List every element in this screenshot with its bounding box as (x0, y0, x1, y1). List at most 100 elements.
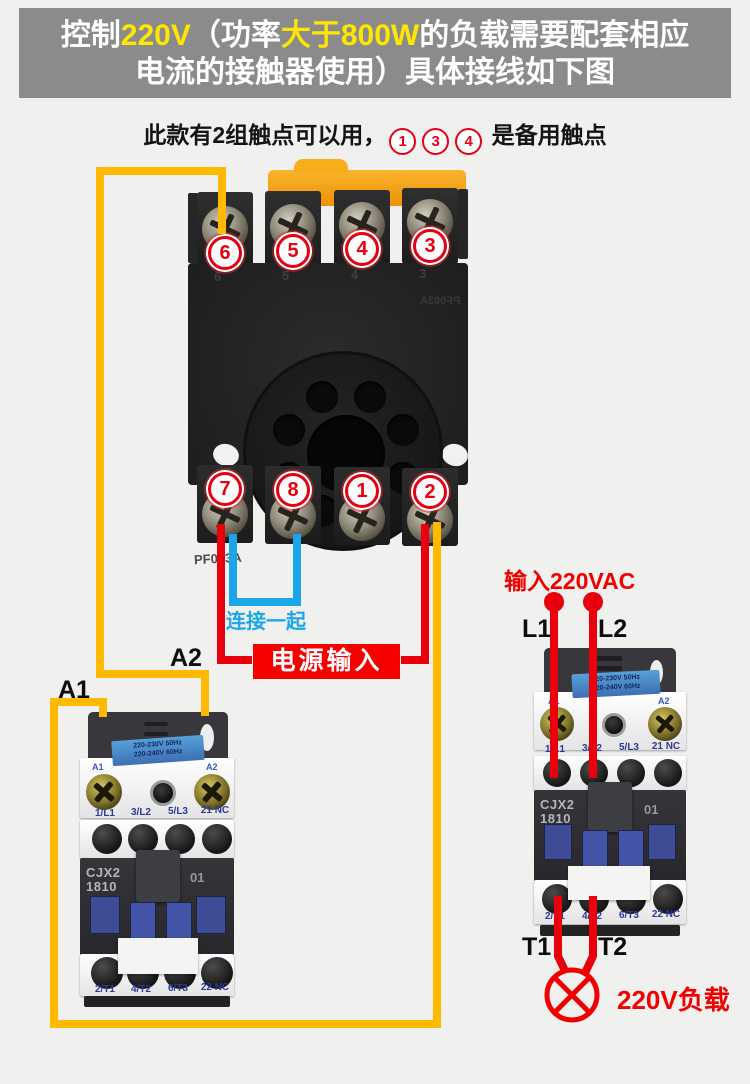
terminal-label: 2/T1 (94, 984, 115, 995)
molded-digit: 3 (419, 266, 427, 281)
label-a1: A1 (58, 676, 90, 704)
banner-text: 控制 (60, 19, 121, 52)
terminal-label: 1/L1 (94, 808, 115, 819)
socket-mount-hole (439, 441, 471, 469)
label-a2: A2 (170, 644, 202, 672)
socket-body: 6 5 4 3 PF083A PF083A 7 8 1 2 (188, 263, 471, 567)
subtitle-text: 此款有2组触点可以用， (143, 122, 387, 148)
terminal-label: 6/T3 (167, 983, 188, 994)
terminal-badge-1: 1 (345, 474, 379, 508)
contactor-base (540, 925, 680, 936)
model-text: CJX2 1810 (86, 866, 121, 894)
contactor-body: CJX2 1810 01 (534, 782, 686, 900)
contactor-left-photo: 220-230V 50Hz 220-240V 60Hz A1 A2 1/L1 3… (78, 712, 236, 1007)
model-line2: 1810 (86, 879, 117, 894)
terminal-screw (202, 824, 232, 854)
terminal-label: 4/T2 (130, 984, 151, 995)
relay-socket-photo: 6 5 4 3 6 5 4 3 PF083A PF083A (188, 159, 471, 567)
terminal-label: 21 NC (651, 741, 681, 752)
aux-text: 01 (190, 870, 205, 885)
lamp-cross (552, 975, 592, 1015)
spec-band: 220-230V 50Hz 220-240V 60Hz (571, 669, 661, 699)
vent (144, 722, 168, 726)
pin-hole (273, 414, 305, 446)
label-t1: T1 (522, 933, 552, 961)
molded-digit: 6 (214, 269, 222, 284)
terminal-badge-4: 4 (345, 232, 379, 266)
center-hole (150, 780, 176, 806)
terminal-screw (654, 759, 682, 787)
contact-pad (648, 824, 676, 860)
banner-text: （功率 (190, 19, 281, 52)
lamp-cross (552, 975, 592, 1015)
lamp-circle (544, 967, 600, 1023)
model-line1: CJX2 (86, 865, 121, 880)
coil-terminal-row: A1 A2 (534, 692, 686, 750)
power-input-box: 电源输入 (253, 644, 400, 679)
banner-highlight-800w: 大于800W (280, 19, 420, 52)
banner-highlight-220v: 220V (120, 19, 191, 52)
contactor-right-photo: 220-230V 50Hz 220-240V 60Hz A1 A2 1/L1 3… (532, 648, 688, 936)
contact-pad (90, 896, 120, 934)
pin-hole (387, 414, 419, 446)
terminal-badge-3: 3 (413, 229, 447, 263)
socket-model-text: PF083A (193, 549, 243, 568)
vent (144, 732, 168, 736)
molded-digit: 5 (282, 268, 290, 283)
subtitle-text: 是备用触点 (491, 122, 607, 148)
terminal-screw (653, 884, 683, 914)
contactor-base (84, 996, 230, 1007)
banner-line1: 控制220V（功率大于800W的负载需要配套相应 (19, 17, 731, 54)
terminal-label: 1/L1 (544, 744, 565, 755)
banner-text: 的负载需要配套相应 (419, 19, 690, 52)
subtitle-num-circle-3: 3 (422, 128, 450, 155)
vent (596, 666, 622, 671)
coil-mark-a1: A1 (92, 762, 104, 772)
terminal-screw (92, 824, 122, 854)
terminal-badge-5: 5 (276, 234, 310, 268)
banner-line2: 电流的接触器使用）具体接线如下图 (135, 56, 615, 89)
molded-digit: 4 (351, 267, 359, 282)
coil-mark-a2: A2 (206, 762, 218, 772)
label-t2: T2 (598, 933, 628, 961)
center-tab (136, 850, 180, 902)
terminal-label: 3/L2 (581, 743, 602, 754)
terminal-label: 22 NC (200, 982, 230, 993)
contactor-body: CJX2 1810 01 (80, 850, 234, 974)
label-strip (568, 866, 650, 900)
contact-pad (196, 896, 226, 934)
subtitle-num-circle-1: 1 (389, 128, 417, 155)
contact-pad (544, 824, 572, 860)
label-strip (118, 938, 198, 974)
socket-model-mirrored: PF083A (419, 295, 460, 307)
terminal-label: 4/T2 (581, 911, 602, 922)
label-l1: L1 (522, 615, 552, 643)
pin-hole (306, 381, 338, 413)
terminal-label: 5/L3 (618, 742, 639, 753)
pin-hole (354, 381, 386, 413)
coil-screw-a1 (86, 774, 122, 810)
terminal-label: 3/L2 (130, 807, 151, 818)
coil-mark-a1: A1 (548, 696, 560, 706)
center-hole (602, 713, 626, 737)
terminal-screw (543, 759, 571, 787)
subtitle-num-circle-4: 4 (455, 128, 483, 155)
label-connect-together: 连接一起 (226, 611, 306, 633)
terminal-label: 2/T1 (544, 911, 565, 922)
coil-screw-a1 (540, 707, 574, 741)
coil-screw-a2 (648, 707, 682, 741)
terminal-label: 21 NC (200, 805, 230, 816)
terminal-badge-7: 7 (208, 472, 242, 506)
terminal-badge-8: 8 (276, 473, 310, 507)
terminal-label: 5/L3 (167, 806, 188, 817)
vent (596, 656, 622, 661)
aux-text: 01 (644, 802, 659, 817)
coil-mark-a2: A2 (658, 696, 670, 706)
label-l2: L2 (598, 615, 628, 643)
terminal-badge-6: 6 (208, 236, 242, 270)
terminal-label: 6/T3 (618, 910, 639, 921)
lamp-load-icon (544, 967, 600, 1023)
label-220v-load: 220V负载 (617, 985, 730, 1015)
model-line1: CJX2 (540, 797, 575, 812)
